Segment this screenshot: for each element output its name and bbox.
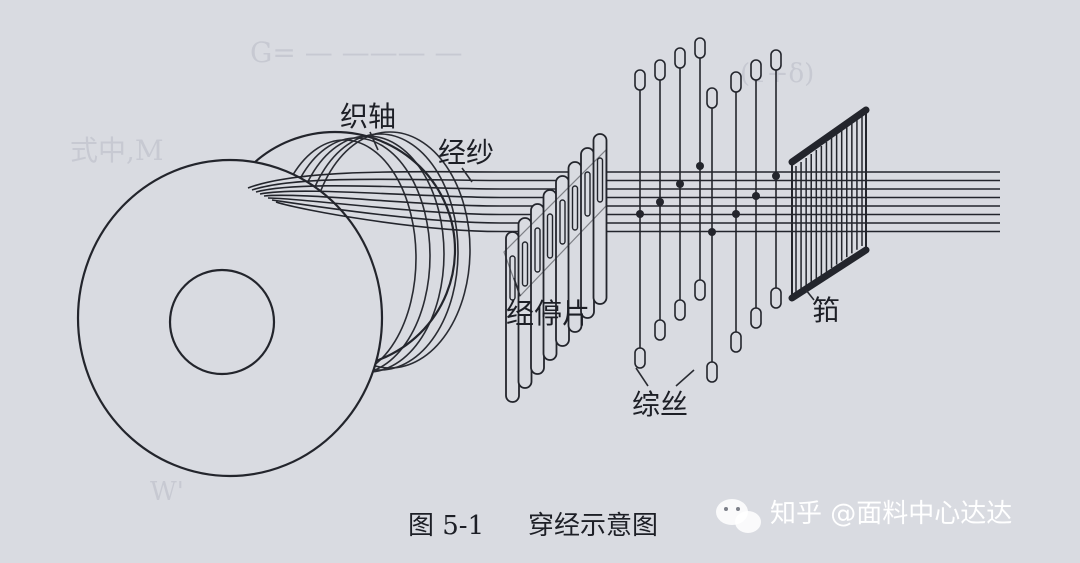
watermark-text: 知乎 @面料中心达达 — [770, 499, 1012, 529]
drop-wire-slot — [509, 255, 516, 301]
heald-eye — [676, 180, 684, 188]
heald-bottom-loop — [674, 299, 686, 321]
drop-wire-slot — [521, 241, 529, 287]
svg-text:W': W' — [150, 477, 184, 507]
reed — [788, 106, 870, 302]
warp-yarn — [255, 184, 1000, 193]
heald-bottom-loop — [694, 279, 706, 301]
heald-bottom-loop — [770, 287, 782, 309]
heald-top-loop — [694, 37, 706, 59]
heald-eye — [656, 198, 664, 206]
figure-title: 穿经示意图 — [528, 511, 658, 541]
heald-eye — [636, 210, 644, 218]
heald-eye — [732, 210, 740, 218]
beam-hub — [168, 268, 276, 376]
warp-yarn — [271, 199, 1000, 224]
heald-eye — [752, 192, 760, 200]
healds — [634, 37, 782, 383]
heald-top-loop — [654, 59, 666, 81]
drop-wires — [503, 133, 608, 403]
drop-wire — [592, 133, 608, 305]
warp-yarn — [263, 194, 1000, 207]
leader-drop-wire — [513, 277, 521, 297]
heald-eye — [772, 172, 780, 180]
reed-bottom-bar — [788, 246, 870, 302]
drop-wire-slot — [571, 185, 579, 231]
heald-eye — [696, 162, 704, 170]
drop-wire-slot — [584, 171, 591, 217]
drop-wire — [530, 203, 545, 375]
drop-wire-slot — [534, 227, 541, 273]
drop-wire-slot — [546, 213, 554, 259]
label-warp-yarn: 经纱 — [438, 136, 494, 169]
wechat-icon — [716, 499, 761, 533]
leader-heald-2 — [675, 369, 695, 387]
heald-bottom-loop — [730, 331, 742, 353]
drop-wire — [542, 189, 558, 361]
warp-yarn — [251, 178, 1000, 191]
label-reed: 筘 — [812, 294, 840, 327]
heald-top-loop — [706, 87, 718, 109]
figure-number: 图 5-1 — [408, 511, 484, 541]
leader-heald-1 — [635, 367, 649, 387]
svg-text:式中,M: 式中,M — [70, 134, 164, 167]
warp-yarn — [275, 201, 1000, 233]
warp-yarn — [247, 170, 1000, 189]
label-heald: 综丝 — [632, 388, 688, 421]
warp-yarns — [247, 170, 1000, 233]
reed-top-bar — [788, 106, 870, 166]
leader-beam — [369, 131, 379, 151]
heald-bottom-loop — [706, 361, 718, 383]
heald-bottom-loop — [750, 307, 762, 329]
leader-reed — [805, 289, 815, 301]
leader-warp-yarn — [461, 167, 473, 183]
heald-top-loop — [634, 69, 646, 91]
beam-flange — [76, 158, 384, 478]
heald-bottom-loop — [654, 319, 666, 341]
heald-top-loop — [770, 49, 782, 71]
heald-top-loop — [730, 71, 742, 93]
label-beam: 织轴 — [340, 100, 396, 133]
heald-bottom-loop — [634, 347, 646, 369]
heald-top-loop — [750, 59, 762, 81]
warp-beam — [76, 130, 471, 478]
label-drop-wire: 经停片 — [506, 297, 590, 330]
watermark: 知乎 @面料中心达达 — [716, 499, 1012, 533]
heald-top-loop — [674, 47, 686, 69]
drop-wire-slot — [596, 157, 604, 203]
svg-text:G= — ——— —: G= — ——— — — [250, 36, 463, 69]
drop-wire-slot — [559, 199, 566, 245]
warp-yarn — [259, 190, 1000, 199]
heald-eye — [708, 228, 716, 236]
warp-yarn — [267, 197, 1000, 216]
